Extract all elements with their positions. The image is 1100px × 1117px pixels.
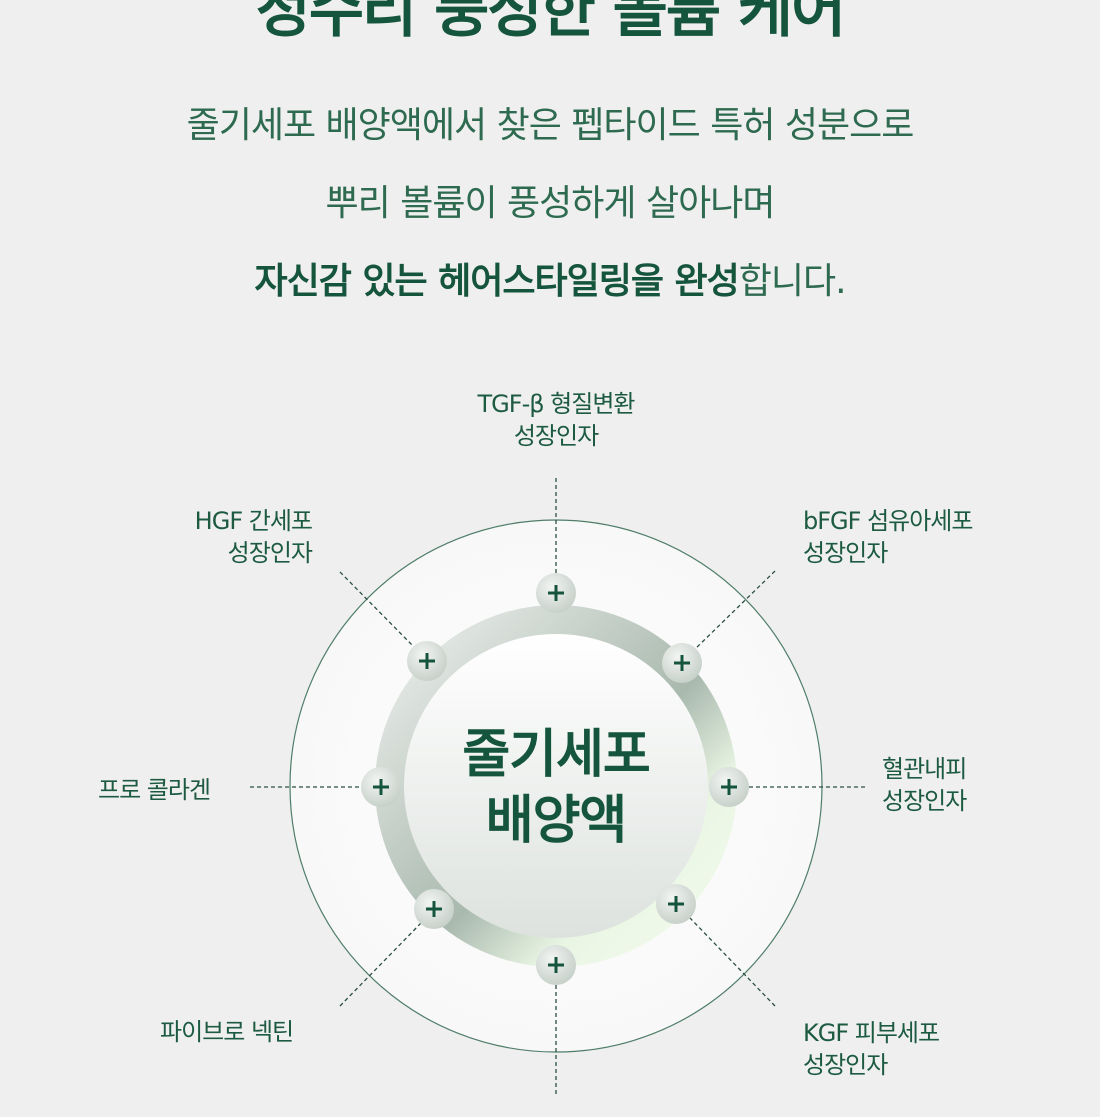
connector-lines <box>250 478 865 1095</box>
plus-icon <box>548 585 564 601</box>
plus-nodes <box>361 573 749 985</box>
label-fibronectin: 파이브로 넥틴 <box>160 1018 294 1046</box>
plus-icon <box>419 653 435 669</box>
description-rest: 합니다. <box>738 261 847 302</box>
plus-icon <box>668 896 684 912</box>
plus-icon <box>426 901 442 917</box>
center-label-line-2: 배양액 <box>485 791 628 851</box>
description-bold: 자신감 있는 헤어스타일링을 완성 <box>254 261 739 302</box>
plus-icon <box>674 655 690 671</box>
plus-icon <box>721 779 737 795</box>
page-title: 정수리 풍성한 볼륨 케어 <box>255 0 847 46</box>
description-line-3: 자신감 있는 헤어스타일링을 완성합니다. <box>0 252 1100 304</box>
description-line-1: 줄기세포 배양액에서 찾은 펩타이드 특허 성분으로 <box>186 105 915 146</box>
center-label: 줄기세포 배양액 <box>406 722 706 854</box>
center-disc <box>404 634 708 938</box>
plus-icon <box>373 779 389 795</box>
label-procollagen: 프로 콜라겐 <box>98 776 211 804</box>
description-line-2: 뿌리 볼륨이 풍성하게 살아나며 <box>325 183 776 224</box>
plus-icon <box>548 957 564 973</box>
center-label-line-1: 줄기세포 <box>462 725 650 785</box>
